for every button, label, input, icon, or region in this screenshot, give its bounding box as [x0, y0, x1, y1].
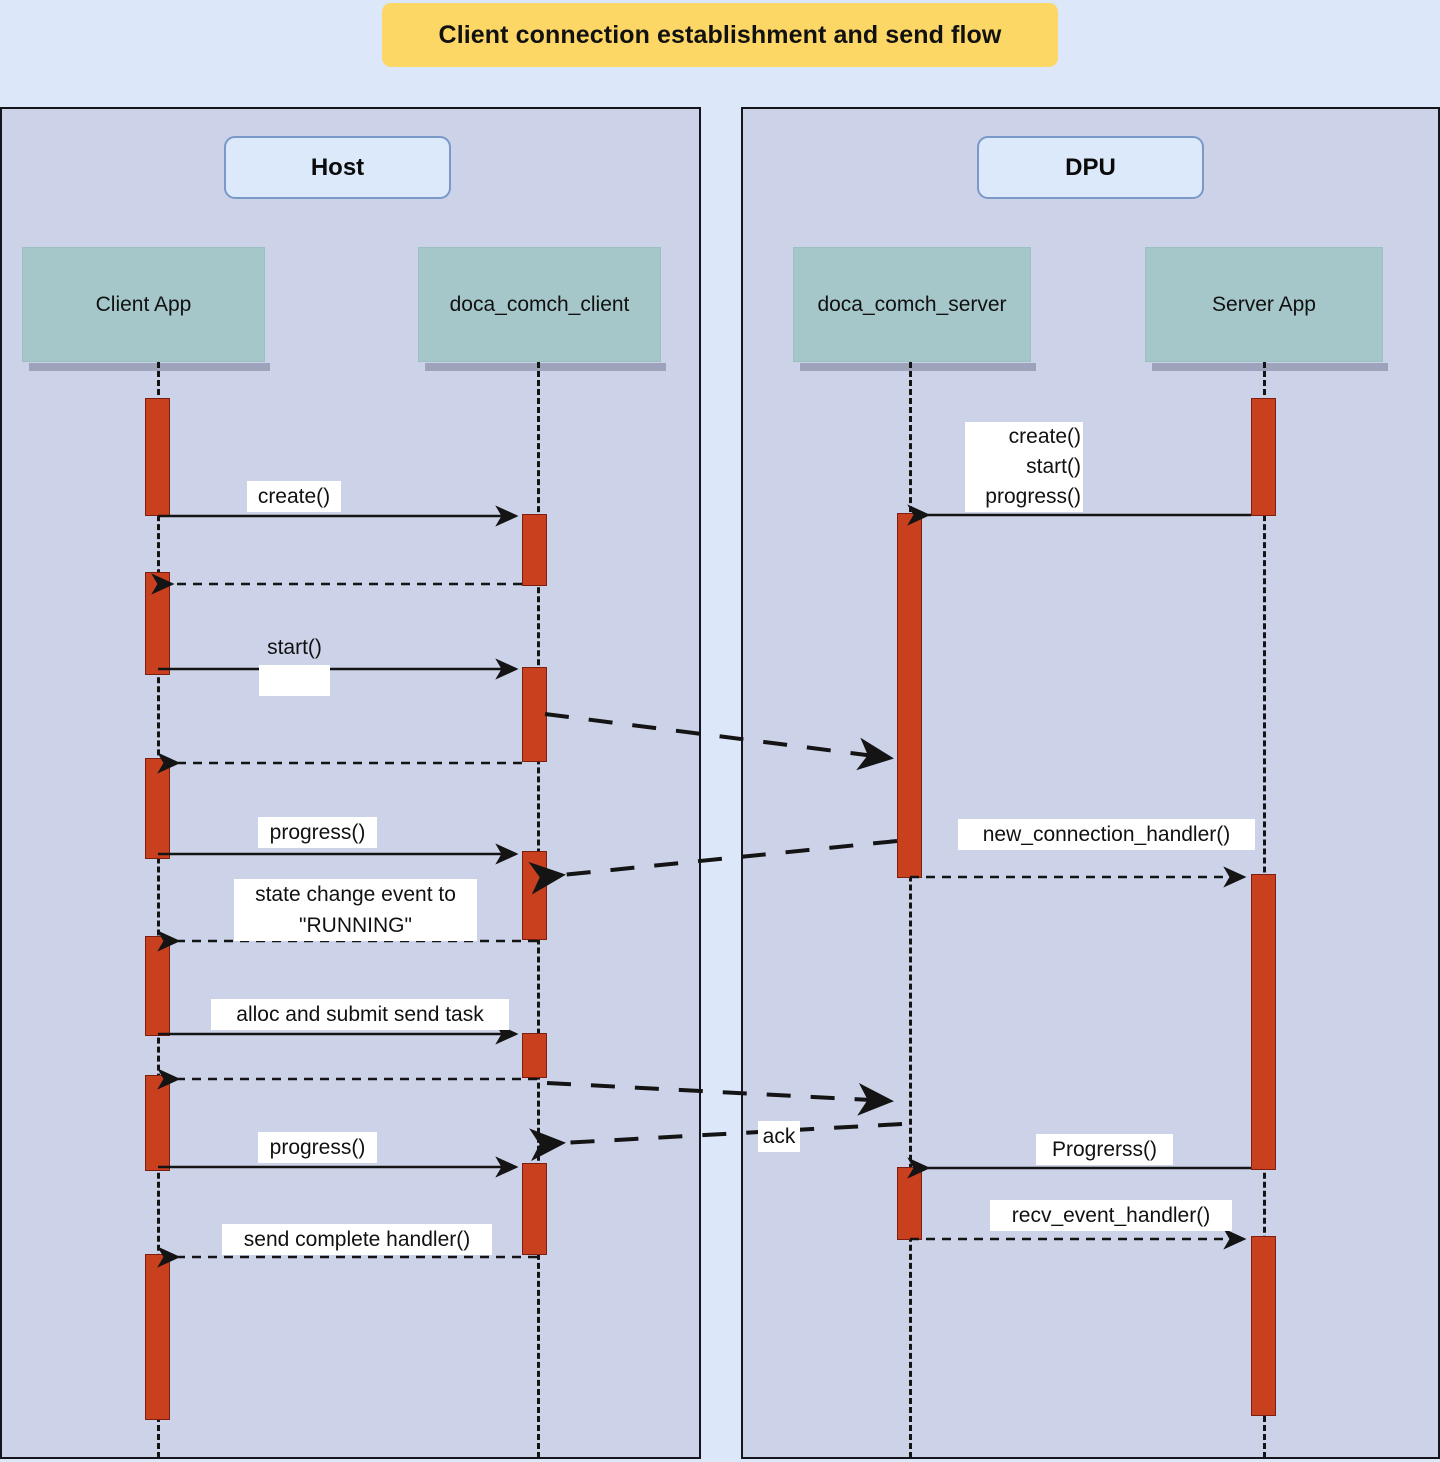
lifeline-doca-comch-server	[909, 362, 912, 1458]
label-state-change-event: state change event to "RUNNING"	[234, 879, 477, 941]
dpu-group-label: DPU	[1065, 153, 1116, 181]
participant-shadow	[425, 363, 666, 371]
label-start-ghost-patch	[259, 665, 330, 696]
activation-comch-server-2	[897, 1167, 922, 1240]
activation-comch-client-3	[522, 851, 547, 940]
participant-label-server-app: Server App	[1212, 292, 1316, 316]
diagram-title-text: Client connection establishment and send…	[438, 20, 1002, 49]
label-ack: ack	[758, 1121, 800, 1152]
activation-client-app-5	[145, 1075, 170, 1171]
activation-comch-client-5	[522, 1163, 547, 1255]
label-server-create-start-progress: create() start() progress()	[965, 422, 1083, 512]
label-progress-1: progress()	[258, 817, 377, 848]
lifeline-client-app	[157, 362, 160, 1458]
activation-server-app-3	[1251, 1236, 1276, 1416]
label-send-complete-handler: send complete handler()	[222, 1224, 492, 1255]
activation-server-app-1	[1251, 398, 1276, 516]
activation-client-app-1	[145, 398, 170, 516]
activation-client-app-4	[145, 936, 170, 1036]
participant-shadow	[29, 363, 270, 371]
host-group-pill: Host	[224, 136, 451, 199]
label-alloc-submit: alloc and submit send task	[211, 999, 509, 1030]
host-group-label: Host	[310, 153, 365, 181]
participant-label-doca-comch-client: doca_comch_client	[449, 292, 630, 316]
label-recv-event-handler: recv_event_handler()	[990, 1200, 1232, 1231]
activation-comch-client-1	[522, 514, 547, 586]
participant-doca-comch-client: doca_comch_client	[418, 247, 666, 371]
activation-comch-client-4	[522, 1033, 547, 1078]
activation-server-app-2	[1251, 874, 1276, 1170]
dpu-group-pill: DPU	[977, 136, 1204, 199]
label-start: start()	[267, 636, 322, 659]
activation-client-app-2	[145, 572, 170, 675]
activation-client-app-6	[145, 1254, 170, 1420]
label-new-connection-handler: new_connection_handler()	[958, 819, 1255, 850]
participant-shadow	[1152, 363, 1388, 371]
participant-label-client-app: Client App	[95, 292, 192, 316]
activation-comch-client-2	[522, 667, 547, 762]
label-create: create()	[247, 481, 341, 512]
participant-server-app: Server App	[1145, 247, 1388, 371]
activation-comch-server-1	[897, 513, 922, 878]
participant-client-app: Client App	[22, 247, 270, 371]
participant-doca-comch-server: doca_comch_server	[793, 247, 1036, 371]
label-progrerss: Progrerss()	[1036, 1134, 1173, 1165]
activation-client-app-3	[145, 758, 170, 859]
diagram-title-banner: Client connection establishment and send…	[382, 3, 1058, 67]
participant-shadow	[800, 363, 1036, 371]
label-progress-2: progress()	[258, 1132, 377, 1163]
participant-label-doca-comch-server: doca_comch_server	[817, 292, 1007, 316]
